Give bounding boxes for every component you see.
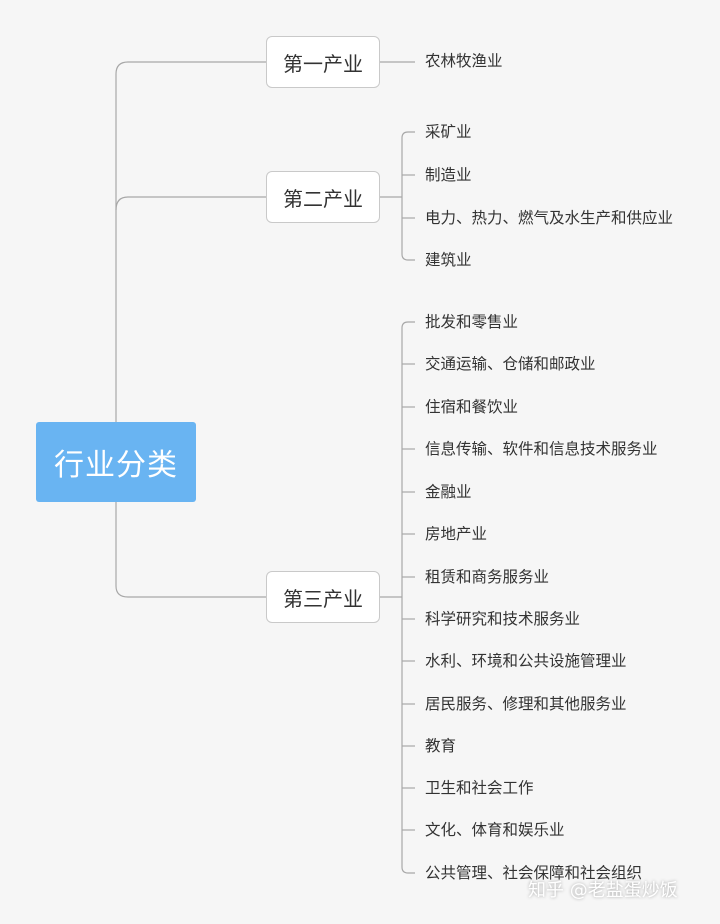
industry-item: 采矿业 xyxy=(425,123,472,141)
industry-item: 文化、体育和娱乐业 xyxy=(425,821,565,839)
industry-item: 居民服务、修理和其他服务业 xyxy=(425,695,627,713)
root-node: 行业分类 xyxy=(36,422,196,502)
sector-label: 第二产业 xyxy=(283,186,363,211)
watermark: 知乎 @老盐蛋炒饭 xyxy=(528,880,678,901)
industry-item: 制造业 xyxy=(425,166,472,184)
industry-item: 租赁和商务服务业 xyxy=(425,568,550,586)
sector-node-secondary: 第二产业 xyxy=(266,171,380,223)
sector-node-tertiary: 第三产业 xyxy=(266,571,380,623)
industry-item: 信息传输、软件和信息技术服务业 xyxy=(425,440,658,458)
sector-node-primary: 第一产业 xyxy=(266,36,380,88)
industry-item: 科学研究和技术服务业 xyxy=(425,610,581,628)
sector-label: 第一产业 xyxy=(283,51,363,76)
industry-item: 金融业 xyxy=(425,483,472,501)
industry-item: 农林牧渔业 xyxy=(425,52,503,70)
industry-item: 建筑业 xyxy=(425,251,472,269)
industry-item: 卫生和社会工作 xyxy=(425,779,534,797)
industry-item: 水利、环境和公共设施管理业 xyxy=(425,652,627,670)
root-label: 行业分类 xyxy=(54,448,178,483)
industry-item: 交通运输、仓储和邮政业 xyxy=(425,355,596,373)
industry-item: 公共管理、社会保障和社会组织 xyxy=(425,864,643,882)
industry-item: 房地产业 xyxy=(425,525,488,543)
sector-label: 第三产业 xyxy=(283,586,363,611)
industry-item: 教育 xyxy=(425,737,457,755)
industry-item: 批发和零售业 xyxy=(425,313,519,331)
industry-item: 住宿和餐饮业 xyxy=(425,398,519,416)
industry-item: 电力、热力、燃气及水生产和供应业 xyxy=(425,209,674,227)
